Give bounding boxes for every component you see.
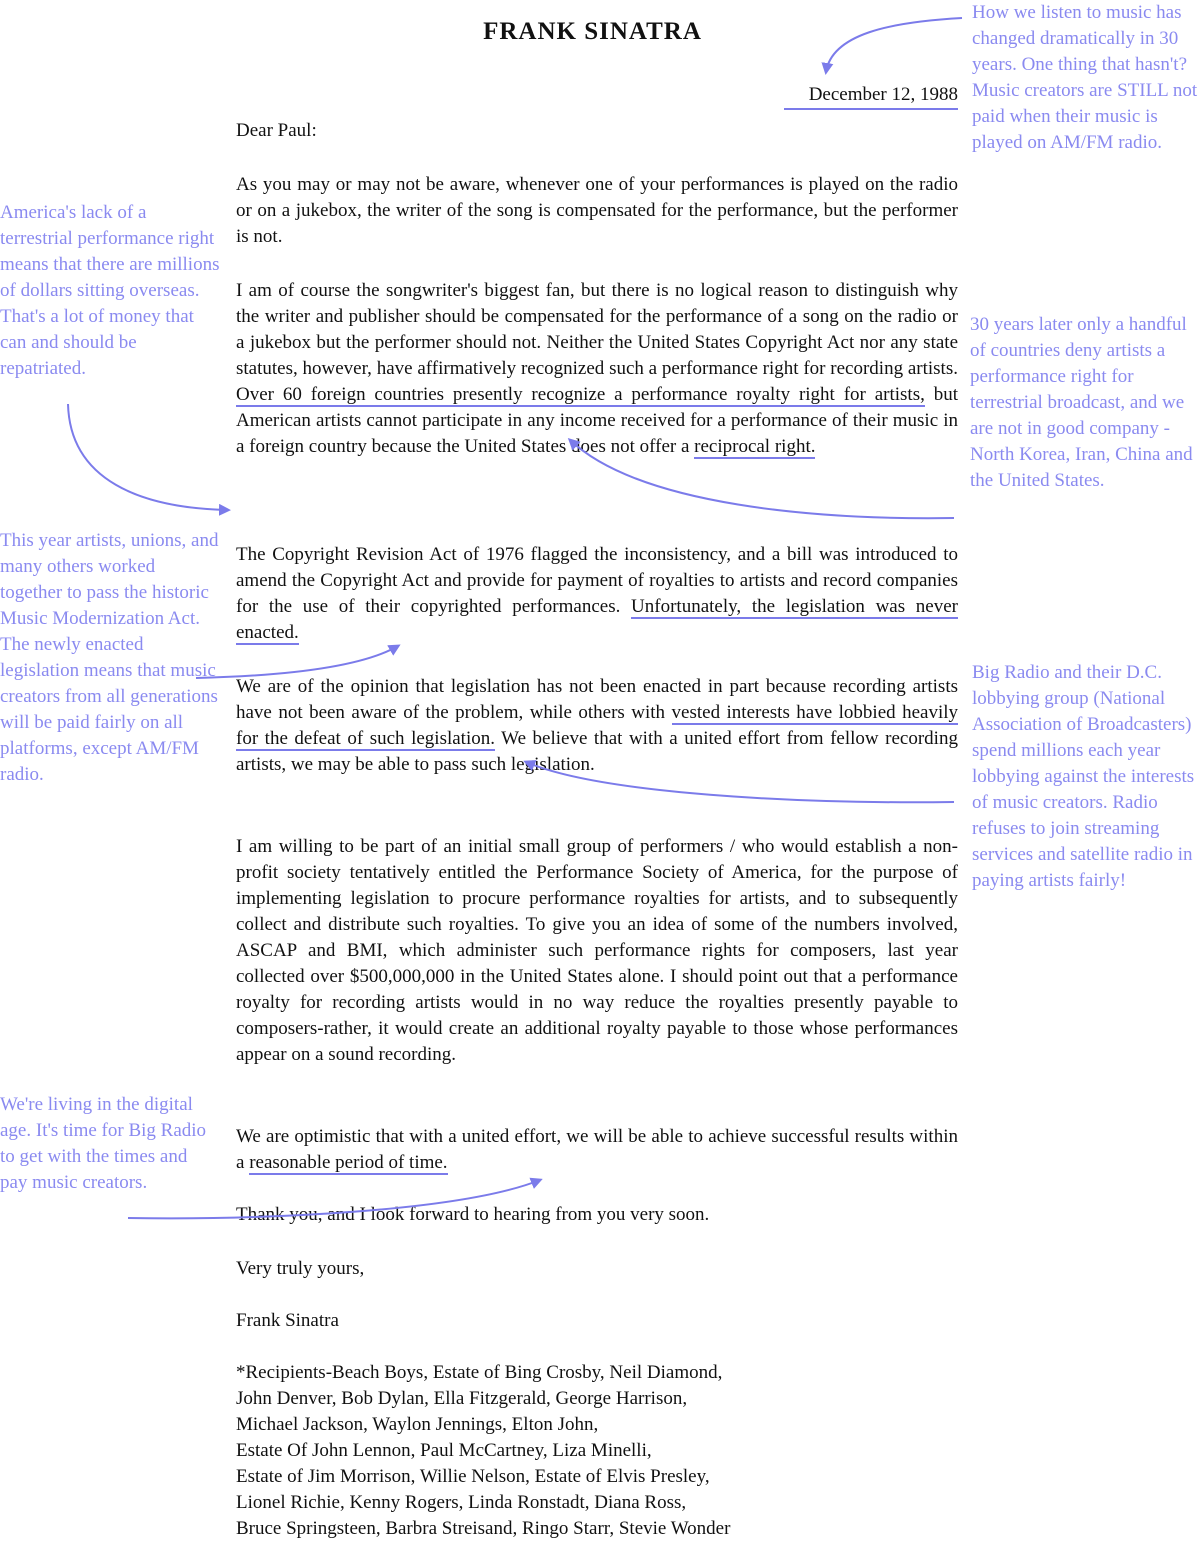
annotation-left-1: America's lack of a terrestrial performa… bbox=[0, 202, 220, 379]
annotation-right-3: Big Radio and their D.C. lobbying group … bbox=[972, 662, 1195, 891]
highlight-foreign-countries: Over 60 foreign countries presently reco… bbox=[236, 384, 925, 407]
paragraph-5: I am willing to be part of an initial sm… bbox=[236, 836, 958, 1065]
recipients-line: Bruce Springsteen, Barbra Streisand, Rin… bbox=[236, 1518, 731, 1539]
recipients-line: Michael Jackson, Waylon Jennings, Elton … bbox=[236, 1414, 599, 1435]
highlight-reasonable-period: reasonable period of time. bbox=[249, 1152, 448, 1175]
recipients-line: John Denver, Bob Dylan, Ella Fitzgerald,… bbox=[236, 1388, 688, 1409]
paragraph-1: As you may or may not be aware, whenever… bbox=[236, 174, 958, 247]
paragraph-4-text-a: We are of the opinion that legislation h… bbox=[236, 676, 958, 723]
recipients-list: *Recipients-Beach Boys, Estate of Bing C… bbox=[236, 1360, 958, 1542]
recipients-line: Estate Of John Lennon, Paul McCartney, L… bbox=[236, 1440, 652, 1461]
closing: Very truly yours, bbox=[236, 1258, 365, 1279]
paragraph-7: Thank you, and I look forward to hearing… bbox=[236, 1204, 710, 1225]
paragraph-4-text-c: We believe that with a united effort fro… bbox=[236, 728, 958, 775]
annotation-right-2: 30 years later only a handful of countri… bbox=[970, 314, 1193, 491]
annotation-top-right: How we listen to music has changed drama… bbox=[972, 2, 1198, 153]
letter-date: December 12, 1988 bbox=[784, 82, 958, 110]
paragraph-2-text-a: I am of course the songwriter's biggest … bbox=[236, 280, 958, 379]
paragraph-6-text-a: We are optimistic that with a united eff… bbox=[236, 1126, 958, 1173]
annotation-left-3: We're living in the digital age. It's ti… bbox=[0, 1094, 207, 1193]
salutation: Dear Paul: bbox=[236, 120, 317, 141]
paragraph-2: I am of course the songwriter's biggest … bbox=[236, 278, 958, 460]
letter-title: FRANK SINATRA bbox=[483, 18, 702, 45]
signature: Frank Sinatra bbox=[236, 1310, 339, 1331]
annotation-left-2: This year artists, unions, and many othe… bbox=[0, 530, 219, 785]
arrow-to-date bbox=[821, 17, 963, 75]
paragraph-3: The Copyright Revision Act of 1976 flagg… bbox=[236, 542, 958, 646]
highlight-never-enacted: Unfortunately, the legislation was never… bbox=[236, 596, 958, 645]
paragraph-3-text-a: The Copyright Revision Act of 1976 flagg… bbox=[236, 544, 958, 617]
arrow-to-reciprocal-right bbox=[67, 403, 231, 516]
paragraph-4: We are of the opinion that legislation h… bbox=[236, 674, 959, 778]
recipients-line: *Recipients-Beach Boys, Estate of Bing C… bbox=[236, 1362, 723, 1383]
recipients-line: Estate of Jim Morrison, Willie Nelson, E… bbox=[236, 1466, 710, 1487]
recipients-line: Lionel Richie, Kenny Rogers, Linda Ronst… bbox=[236, 1492, 687, 1513]
paragraph-6: We are optimistic that with a united eff… bbox=[236, 1124, 958, 1176]
highlight-reciprocal-right: reciprocal right. bbox=[694, 436, 816, 459]
highlight-vested-interests: vested interests have lobbied heavily fo… bbox=[236, 702, 959, 751]
